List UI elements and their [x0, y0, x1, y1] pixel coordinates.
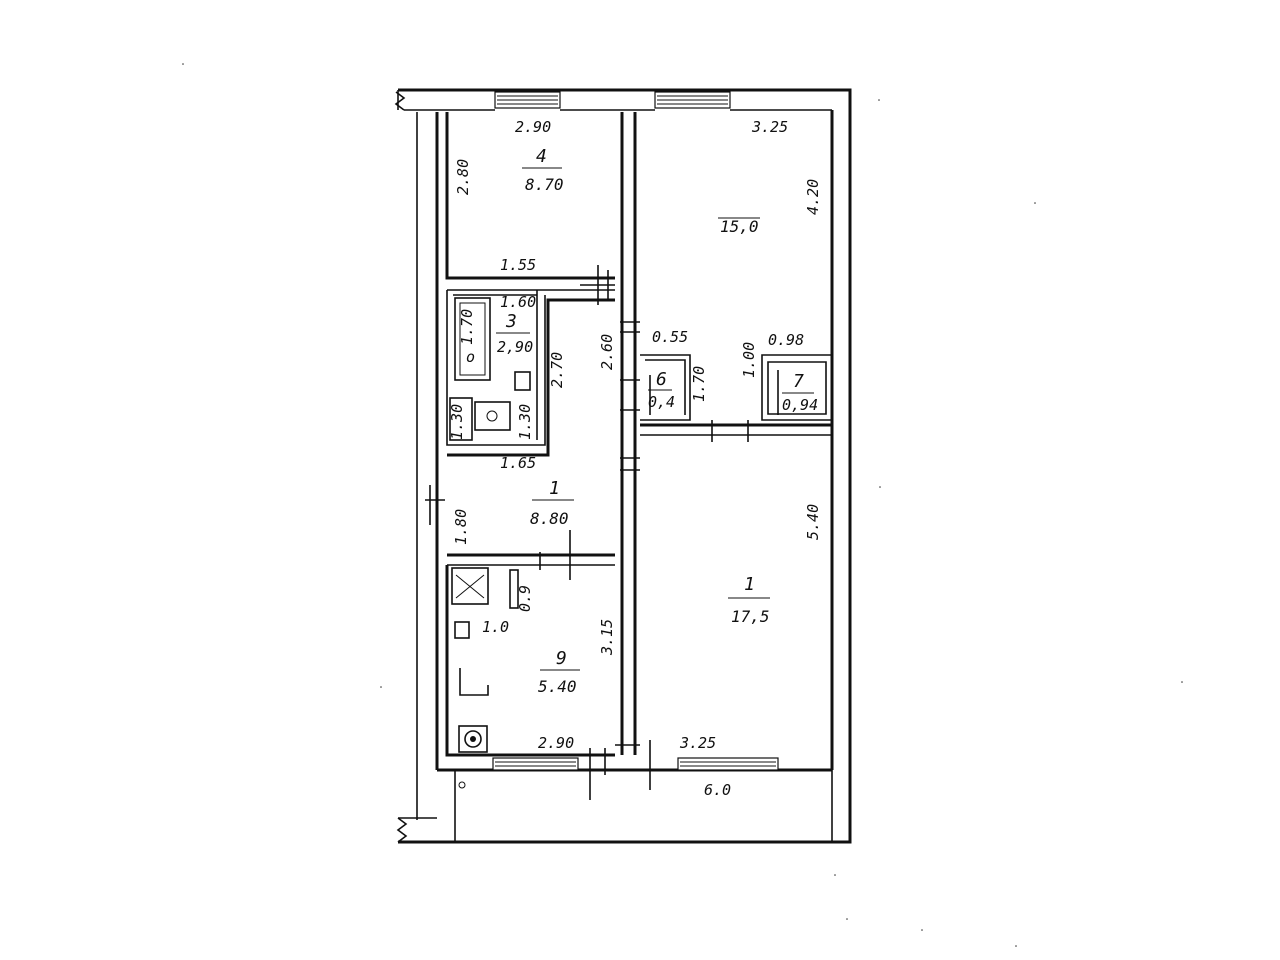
- dimension-labels: 2.90 3.25 2.80 4.20 1.55 1.60 1.70 2.60 …: [448, 118, 822, 799]
- dim-room1-depth: 5.40: [804, 504, 822, 540]
- bath-mark: o: [466, 348, 475, 366]
- stove: [458, 725, 488, 753]
- sink: [474, 401, 511, 431]
- hall-area: 8.80: [530, 509, 569, 528]
- dim-room4-depth: 2.80: [454, 159, 472, 195]
- dim-closet6-width: 0.55: [652, 328, 688, 346]
- interior-walls: [445, 112, 833, 757]
- fixtures: [449, 297, 531, 789]
- dim-wc-side: 1.30: [448, 404, 466, 440]
- toilet: [449, 397, 473, 441]
- dim-bath-depth: 2.70: [548, 352, 566, 388]
- room-4-number: 4: [536, 146, 547, 167]
- room-6-number: 6: [656, 369, 667, 390]
- room-1-number: 1: [744, 574, 755, 595]
- dim-room4-width: 2.90: [515, 118, 551, 136]
- room-3-area: 2,90: [497, 338, 533, 356]
- room-3-number: 3: [505, 311, 517, 332]
- dim-wc-depth: 1.30: [516, 404, 534, 440]
- door-ticks: [425, 265, 779, 800]
- window-bottom-right: [677, 757, 779, 771]
- kitchen-number: 9: [556, 648, 567, 669]
- room-4-area: 8.70: [525, 175, 564, 194]
- dim-closet7-width: 0.98: [768, 331, 804, 349]
- dim-room1-width: 3.25: [679, 734, 716, 752]
- dim-room4-bottom: 1.55: [500, 256, 536, 274]
- windows: [492, 91, 779, 771]
- room-labels: 4 8.70 15,0 3 2,90 6 0,4 7 0,94 1 8.80 1…: [496, 146, 818, 696]
- dim-closet7-depth: 1.00: [740, 342, 758, 378]
- scan-specks: [182, 63, 1183, 947]
- bathtub: [454, 297, 491, 381]
- hall-number: 1: [549, 478, 560, 499]
- dim-kitchen-niche: 1.0: [482, 618, 509, 636]
- dim-closet6-depth: 1.70: [690, 366, 708, 402]
- dim-balcony-length: 6.0: [704, 781, 731, 799]
- dim-hall-upper: 2.60: [598, 334, 616, 370]
- dim-bath-side: 1.70: [458, 309, 476, 345]
- room-7-area: 0,94: [782, 396, 818, 414]
- room-7-number: 7: [793, 371, 804, 392]
- dim-kitchen-width: 2.90: [538, 734, 574, 752]
- dim-wc-width: 1.65: [500, 454, 536, 472]
- window-bottom-left: [492, 757, 579, 771]
- kitchen-area: 5.40: [538, 677, 577, 696]
- kitchen-sink: [451, 567, 489, 605]
- dim-kitchen-niche-depth: 0.9: [516, 585, 534, 612]
- dim-hall-left: 1.80: [452, 509, 470, 545]
- dim-room2-depth: 4.20: [804, 179, 822, 215]
- dim-bath-length: 1.60: [500, 293, 536, 311]
- dim-room2-width: 3.25: [751, 118, 788, 136]
- dim-kitchen-depth: 3.15: [598, 619, 616, 656]
- room-6-area: 0,4: [648, 393, 675, 411]
- room-1-area: 17,5: [731, 607, 770, 626]
- room-2-area: 15,0: [720, 217, 759, 236]
